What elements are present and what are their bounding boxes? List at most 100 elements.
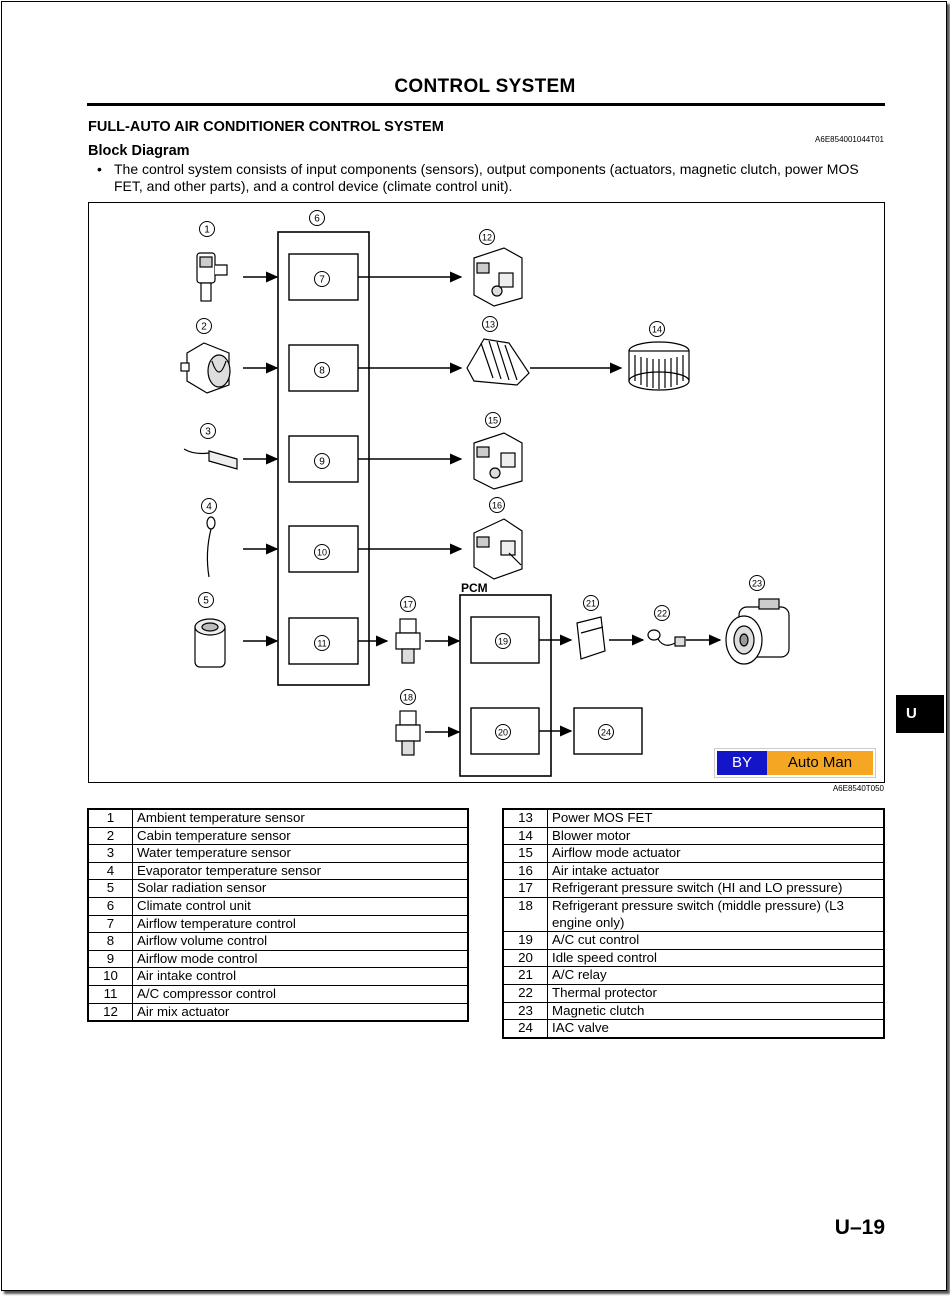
- legend-number: 5: [87, 879, 133, 898]
- legend-label: Power MOS FET: [547, 808, 885, 828]
- legend-label: Evaporator temperature sensor: [132, 861, 469, 881]
- pressure-switch-hi-lo-icon: [395, 618, 421, 664]
- callout-number: 7: [319, 275, 325, 286]
- callout-13: 13: [482, 316, 498, 332]
- callout-circle: [495, 724, 511, 740]
- callout-number: 16: [492, 501, 502, 511]
- legend-number: 11: [87, 984, 133, 1004]
- legend-number: 19: [502, 931, 548, 950]
- output-arrows: [358, 271, 722, 738]
- callout-24: 24: [598, 724, 614, 740]
- watermark-badge: BY Auto Man: [715, 749, 875, 777]
- callout-number: 10: [317, 548, 327, 558]
- callout-circle: [314, 362, 330, 378]
- block-diagram-heading: Block Diagram: [88, 143, 190, 159]
- legend-label: A/C relay: [547, 966, 885, 985]
- callout-circle: [400, 689, 416, 705]
- callout-12: 12: [479, 229, 495, 245]
- callout-number: 6: [314, 214, 320, 225]
- air-mix-actuator-icon: [473, 247, 523, 307]
- legend-number: 13: [502, 808, 548, 828]
- watermark-by: BY: [717, 751, 767, 775]
- legend-number: 8: [87, 932, 133, 951]
- legend-number: 18: [502, 896, 548, 933]
- legend-label: Ambient temperature sensor: [132, 808, 469, 828]
- bullet-text: The control system consists of input com…: [114, 161, 859, 194]
- legend-label: Blower motor: [547, 826, 885, 846]
- callout-circle: [314, 453, 330, 469]
- legend-label: Airflow mode control: [132, 949, 469, 969]
- legend-label: Air intake control: [132, 967, 469, 986]
- callout-circle: [495, 633, 511, 649]
- callout-4: 4: [201, 498, 217, 514]
- callout-number: 11: [317, 639, 326, 649]
- pressure-switch-middle-icon: [395, 710, 421, 756]
- legend-label: Solar radiation sensor: [132, 879, 469, 898]
- callout-number: 20: [498, 728, 508, 738]
- legend-label: Climate control unit: [132, 896, 469, 916]
- callout-number: 4: [206, 502, 212, 513]
- callout-circle: [196, 318, 212, 334]
- air-intake-actuator-icon: [473, 518, 523, 580]
- callout-15: 15: [485, 412, 501, 428]
- ac-relay-icon: [576, 616, 606, 660]
- blower-motor-icon: [628, 341, 690, 391]
- callout-2: 2: [196, 318, 212, 334]
- legend-number: 1: [87, 808, 133, 828]
- callout-circle: [400, 596, 416, 612]
- callout-22: 22: [654, 605, 670, 621]
- callout-number: 12: [482, 233, 492, 243]
- callout-circle: [485, 412, 501, 428]
- legend-label: Airflow volume control: [132, 932, 469, 951]
- legend-number: 10: [87, 967, 133, 986]
- ambient-sensor-icon: [196, 252, 228, 302]
- callout-1: 1: [199, 221, 215, 237]
- input-arrows: [243, 271, 279, 647]
- legend-number: 7: [87, 914, 133, 934]
- legend-label: Water temperature sensor: [132, 844, 469, 863]
- callout-8: 8: [314, 362, 330, 378]
- pcm-box: [459, 594, 552, 777]
- callout-number: 14: [652, 325, 662, 335]
- callout-number: 21: [586, 599, 596, 609]
- callout-5: 5: [198, 592, 214, 608]
- airflow-mode-actuator-icon: [473, 432, 523, 490]
- legend-number: 2: [87, 826, 133, 846]
- power-mos-fet-icon: [466, 338, 530, 386]
- legend-number: 22: [502, 983, 548, 1003]
- callout-19: 19: [495, 633, 511, 649]
- magnetic-clutch-icon: [725, 598, 790, 665]
- callout-circle: [489, 497, 505, 513]
- legend-number: 16: [502, 861, 548, 881]
- callout-circle: [649, 321, 665, 337]
- callout-number: 9: [319, 457, 325, 468]
- section-side-tab: U: [896, 695, 944, 733]
- callout-circle: [201, 498, 217, 514]
- callout-23: 23: [749, 575, 765, 591]
- callout-11: 11: [314, 635, 330, 651]
- legend-number: 17: [502, 879, 548, 898]
- callout-number: 3: [205, 427, 211, 438]
- page-title: CONTROL SYSTEM: [394, 76, 576, 97]
- callout-circle: [309, 210, 325, 226]
- legend-label: Cabin temperature sensor: [132, 826, 469, 846]
- callout-14: 14: [649, 321, 665, 337]
- solar-sensor-icon: [194, 618, 226, 668]
- pcm-label: PCM: [461, 581, 488, 595]
